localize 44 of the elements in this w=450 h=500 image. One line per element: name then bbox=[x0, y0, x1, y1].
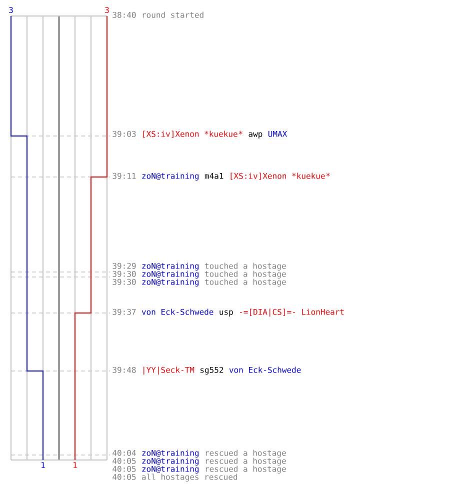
count-number: 3 bbox=[9, 6, 13, 14]
event-text: rescued a hostage bbox=[206, 450, 286, 458]
player-name: [XS:iv]Xenon *kuekue bbox=[230, 172, 325, 180]
timestamp: 39:03 bbox=[112, 130, 136, 137]
event-text: rescued a hostage bbox=[206, 458, 286, 466]
player-name: zoN@training bbox=[142, 278, 199, 287]
player-name: zoN@training bbox=[142, 450, 199, 458]
weapon-name: awp bbox=[248, 132, 262, 138]
player-name: |YY|Seck-TM bbox=[144, 366, 194, 375]
player-name: zoN@training bbox=[142, 270, 199, 279]
timestamp: 39:48 bbox=[112, 366, 136, 373]
timestamp: 40:04 bbox=[112, 450, 136, 456]
timestamp: 40:05 bbox=[112, 458, 136, 464]
player-name: [XS:iv]Xenon *kuekue bbox=[143, 130, 238, 138]
player-name: zoN@training bbox=[142, 458, 199, 466]
weapon-name: m4a1 bbox=[204, 172, 224, 179]
event-text: touched a hostage bbox=[205, 270, 286, 279]
timestamp: 39:11 bbox=[112, 172, 136, 179]
player-name: zoN@training bbox=[142, 466, 199, 474]
event-text: round started bbox=[142, 12, 204, 18]
timestamp: 39:37 bbox=[112, 308, 136, 315]
player-name: * bbox=[238, 130, 242, 134]
event-text: rescued a hostage bbox=[206, 466, 286, 474]
count-number: 1 bbox=[42, 462, 45, 468]
weapon-name: usp bbox=[220, 310, 233, 316]
timestamp: 39:30 bbox=[112, 278, 136, 285]
player-name: zoN@training bbox=[142, 262, 199, 271]
timestamp: 40:05 bbox=[112, 466, 136, 472]
player-name: -=[DIA|CS]=- LionHeart bbox=[240, 308, 344, 317]
player-name: von Eck-Schwede bbox=[229, 366, 301, 373]
player-name: UMAX bbox=[268, 130, 288, 137]
player-name: zoN@training bbox=[142, 172, 199, 181]
timestamp: 39:30 bbox=[112, 270, 136, 277]
count-number: 3 bbox=[105, 6, 109, 14]
event-text: touched a hostage bbox=[205, 278, 286, 287]
player-name: von Eck-Schwede bbox=[142, 308, 214, 315]
weapon-name: sg552 bbox=[200, 366, 224, 375]
count-number: 1 bbox=[74, 462, 77, 468]
timestamp: 39:29 bbox=[112, 262, 136, 269]
event-text: all hostages rescued bbox=[142, 474, 238, 482]
event-text: touched a hostage bbox=[205, 262, 286, 271]
timestamp: 38:40 bbox=[112, 12, 136, 18]
player-name: * bbox=[326, 172, 330, 176]
timestamp: 40:05 bbox=[112, 474, 136, 480]
